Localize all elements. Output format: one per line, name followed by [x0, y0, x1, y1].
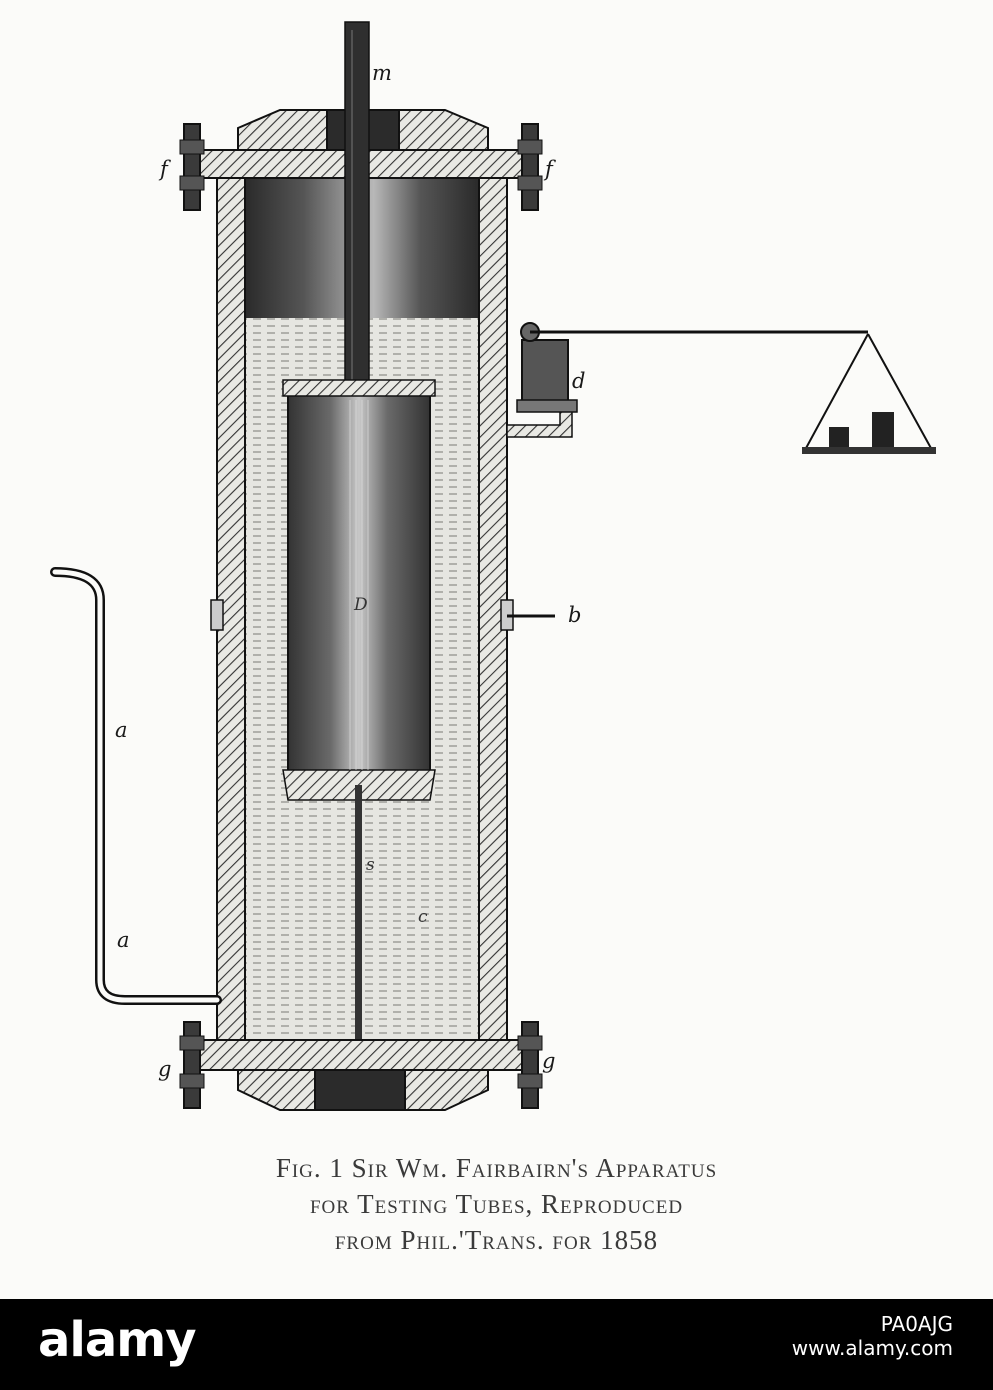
image-id: PA0AJG	[880, 1312, 953, 1336]
bolt-top-right	[521, 123, 539, 211]
label-g-right: g	[542, 1049, 555, 1073]
label-g-left: g	[158, 1057, 171, 1081]
rod-m	[344, 21, 370, 418]
figure-caption: Fig. 1 Sir Wm. Fairbairn's Apparatus for…	[0, 1150, 993, 1258]
label-f-left: f	[158, 157, 171, 181]
weight-pan	[804, 333, 933, 451]
apparatus-diagram: m f f d b D a a s c g g	[50, 21, 936, 1111]
apparatus-figure: m f f d b D a a s c g g	[50, 21, 936, 1111]
site-url: www.alamy.com	[791, 1336, 953, 1360]
label-d: d	[572, 369, 585, 393]
bolt-top-left	[183, 123, 201, 211]
lower-rod	[355, 785, 362, 1090]
label-s: s	[366, 855, 375, 875]
stock-logo: alamy	[38, 1312, 197, 1368]
watermark-bar	[0, 1299, 993, 1390]
bolt-bottom-right	[521, 1021, 539, 1109]
label-a-lower: a	[117, 928, 130, 952]
safety-valve	[521, 339, 569, 411]
caption-line-3: from Phil.'Trans. for 1858	[334, 1225, 659, 1255]
label-b: b	[568, 603, 581, 627]
test-tube	[287, 384, 431, 786]
label-a-upper: a	[115, 718, 128, 742]
label-c: c	[418, 907, 428, 927]
label-f-right: f	[543, 157, 556, 181]
label-m: m	[372, 61, 392, 85]
bolt-bottom-left	[183, 1021, 201, 1109]
label-D: D	[353, 595, 368, 615]
bottom-flange	[189, 1039, 536, 1071]
pipe-a	[50, 567, 222, 1005]
stock-id: PA0AJG www.alamy.com	[792, 1312, 953, 1360]
caption-line-1: Fig. 1 Sir Wm. Fairbairn's Apparatus	[275, 1153, 718, 1183]
caption-line-2: for Testing Tubes, Reproduced	[309, 1189, 684, 1219]
